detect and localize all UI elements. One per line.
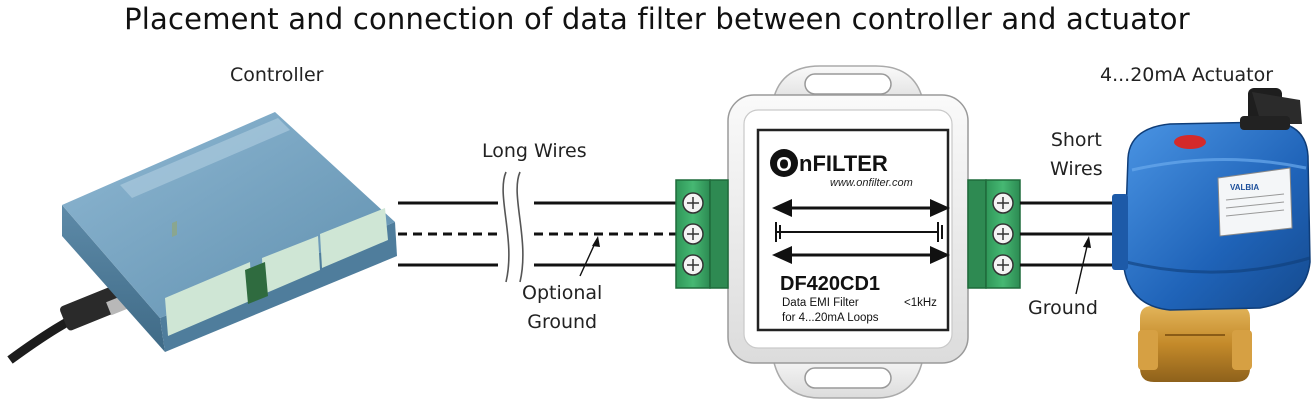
filter-device: O nFILTER www.onfilter.com DF420CD1 Data… (727, 65, 969, 399)
actuator-device: VALBIA (1112, 88, 1311, 382)
terminal-screw (682, 192, 704, 214)
filter-brand-letter: O (776, 154, 792, 176)
optional-ground-label-line1: Optional (522, 282, 603, 304)
filter-desc-line2: for 4...20mA Loops (782, 312, 879, 324)
short-wires-label-line2: Wires (1050, 158, 1103, 180)
wire-break-symbol (502, 171, 510, 283)
terminal-screw (682, 254, 704, 276)
actuator-brand: VALBIA (1230, 183, 1259, 192)
terminal-screw (992, 254, 1014, 276)
ground-arrow (1075, 241, 1089, 295)
filter-signal-arrows (772, 199, 950, 264)
usb-plug (60, 286, 122, 331)
controller-terminal-strip (165, 208, 388, 336)
filter-ground-symbol (775, 222, 943, 242)
ground-label: Ground (1028, 297, 1098, 319)
filter-desc-line1: Data EMI Filter (782, 297, 859, 309)
filter-brand-text: nFILTER (799, 151, 888, 176)
actuator-valve (1138, 300, 1252, 382)
long-wires-label: Long Wires (482, 140, 587, 162)
actuator-red-button (1174, 135, 1206, 149)
long-wires (398, 171, 678, 283)
controller-device (7, 112, 397, 364)
optional-ground-label: Optional Ground (522, 279, 602, 337)
actuator-label: 4...20mA Actuator (1100, 64, 1274, 86)
short-wires-label: Short Wires (1050, 126, 1103, 184)
filter-left-terminal-block (675, 179, 729, 289)
short-wires-label-line1: Short (1050, 129, 1102, 151)
filter-model: DF420CD1 (780, 273, 880, 295)
short-wires (1020, 201, 1118, 295)
controller-label: Controller (230, 64, 324, 86)
optional-ground-arrow (579, 240, 597, 277)
filter-freq: <1kHz (904, 297, 937, 309)
filter-url: www.onfilter.com (830, 177, 913, 189)
actuator-knob (1240, 88, 1302, 130)
controller-side-face (62, 205, 165, 352)
diagram-title: Placement and connection of data filter … (124, 2, 1190, 36)
actuator-label-plate: VALBIA (1217, 167, 1293, 237)
actuator-body (1123, 121, 1311, 311)
filter-right-terminal-block (967, 179, 1021, 289)
controller-top-face (62, 112, 395, 318)
terminal-screw (992, 223, 1014, 245)
filter-power-icon (770, 149, 798, 177)
terminal-screw (682, 223, 704, 245)
terminal-screw (992, 192, 1014, 214)
optional-ground-label-line2: Ground (527, 311, 598, 333)
